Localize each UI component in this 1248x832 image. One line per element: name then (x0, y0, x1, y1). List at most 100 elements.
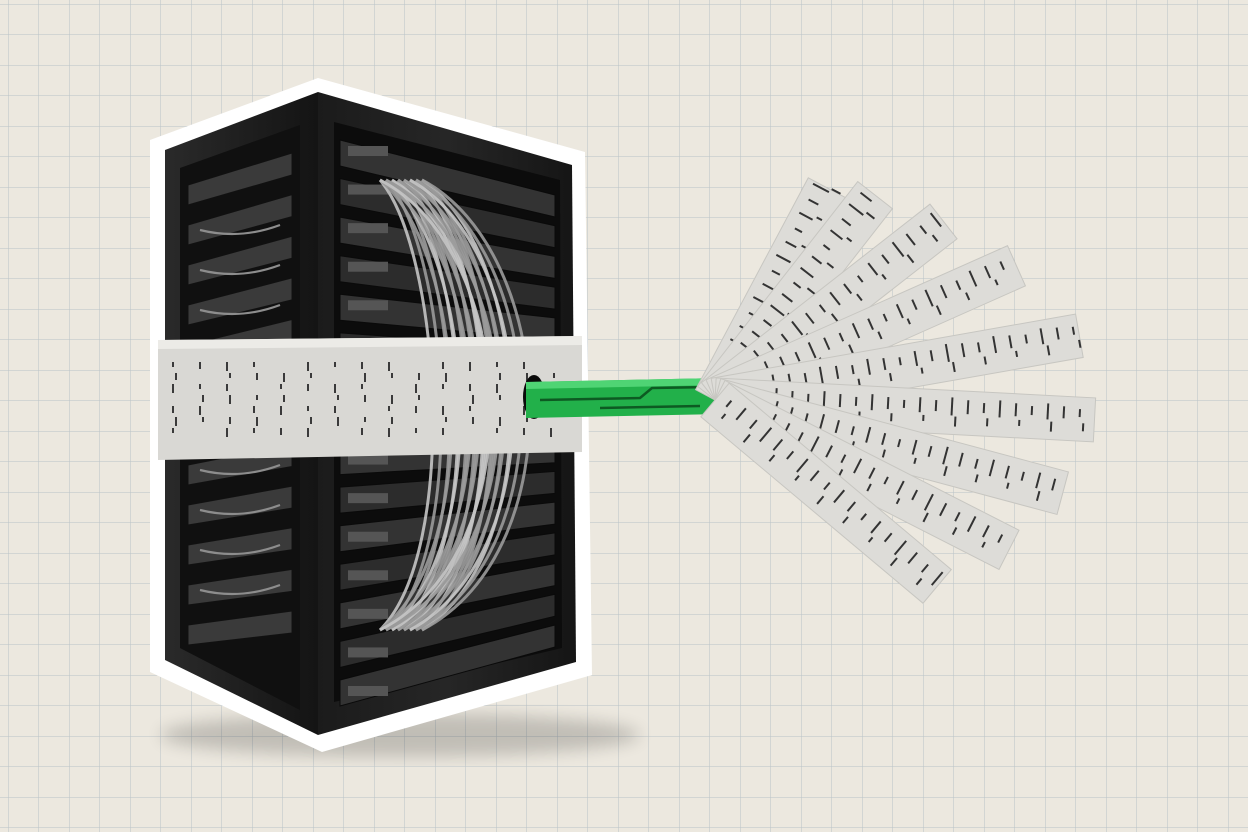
drive-bay (348, 493, 388, 504)
strip-mark (997, 534, 1004, 544)
band-mark (418, 395, 420, 400)
strip-mark (759, 427, 773, 443)
strip-mark (955, 280, 962, 291)
strip-mark (851, 322, 861, 339)
strip-mark (1062, 406, 1066, 419)
strip-mark (974, 458, 979, 469)
strip-mark (768, 454, 776, 462)
strip-mark (882, 313, 888, 322)
band-mark (307, 362, 309, 371)
strip-mark (911, 439, 918, 455)
band-mark (283, 395, 285, 402)
band-mark (256, 373, 258, 380)
strip-mark (944, 343, 950, 362)
strip-mark (931, 234, 939, 242)
band-mark (496, 428, 498, 433)
band-mark (337, 395, 339, 400)
strip-mark (838, 394, 842, 408)
strip-mark (829, 291, 841, 306)
strip-mark (943, 465, 948, 477)
band-mark (364, 417, 366, 422)
band-mark (442, 384, 444, 389)
strip-mark (854, 396, 858, 406)
strip-mark (1035, 490, 1041, 502)
drive-bay (348, 531, 388, 542)
side-server-unit (187, 568, 293, 606)
band-mark (415, 406, 417, 413)
strip-mark (831, 188, 841, 195)
strip-mark (890, 413, 893, 422)
strip-mark (977, 342, 981, 353)
strip-mark (1078, 409, 1082, 418)
band-mark (229, 373, 231, 378)
strip-mark (883, 476, 889, 485)
strip-mark (966, 516, 977, 533)
strip-mark (881, 432, 887, 446)
strip-mark (807, 342, 817, 359)
server-unit (339, 593, 556, 669)
strip-mark (808, 198, 819, 206)
strip-mark (913, 457, 917, 465)
strip-mark (999, 261, 1005, 271)
band-mark (334, 406, 336, 413)
band-mark (526, 417, 528, 422)
strip-mark (806, 393, 810, 404)
strip-mark (834, 365, 840, 379)
strip-mark (1006, 482, 1010, 489)
band-mark (307, 406, 309, 411)
strip-mark (983, 265, 992, 279)
strip-mark (992, 336, 998, 354)
strip-mark (794, 227, 803, 234)
band-mark (361, 428, 363, 435)
band-mark (418, 373, 420, 380)
strip-mark (865, 426, 872, 443)
strip-mark (911, 489, 919, 501)
strip-mark (881, 273, 887, 280)
strip-mark (806, 287, 816, 296)
strip-mark (840, 454, 847, 464)
strip-mark (1049, 421, 1053, 432)
strip-mark (856, 275, 864, 283)
strip-mark (823, 337, 831, 351)
band-mark (415, 384, 417, 393)
server-unit (339, 255, 556, 310)
strip-mark (895, 303, 904, 319)
side-cable (199, 463, 281, 476)
strip-mark (1046, 345, 1051, 356)
band-mark (553, 373, 555, 378)
band-mark (253, 362, 255, 367)
strip-mark (886, 397, 890, 410)
strip-mark (1030, 406, 1034, 416)
strip-mark (960, 343, 966, 358)
drive-bay (348, 647, 388, 658)
strip-mark (893, 540, 907, 556)
strip-mark (905, 233, 916, 246)
band-mark (175, 373, 177, 380)
band-mark (172, 362, 174, 367)
connector-trace (539, 385, 713, 410)
band-mark (280, 428, 282, 435)
band-mark (172, 428, 174, 433)
strip-mark (816, 216, 823, 222)
strip-mark (794, 351, 801, 362)
band-mark (253, 428, 255, 433)
side-cable (199, 303, 281, 316)
strip-mark (911, 299, 918, 311)
strip-mark (867, 262, 879, 276)
strip-mark (939, 284, 948, 299)
strip-mark (848, 344, 855, 355)
strip-mark (811, 255, 823, 265)
strip-mark (1035, 472, 1042, 489)
strip-mark (906, 318, 911, 325)
band-mark (445, 417, 447, 422)
strip-mark (781, 293, 793, 303)
band-mark (280, 406, 282, 415)
strip-mark (822, 391, 826, 409)
side-server-unit (187, 152, 293, 206)
band-mark (496, 362, 498, 367)
strip-mark (846, 501, 857, 512)
band-mark (550, 428, 552, 437)
strip-mark (934, 400, 938, 412)
side-cable (199, 263, 281, 276)
